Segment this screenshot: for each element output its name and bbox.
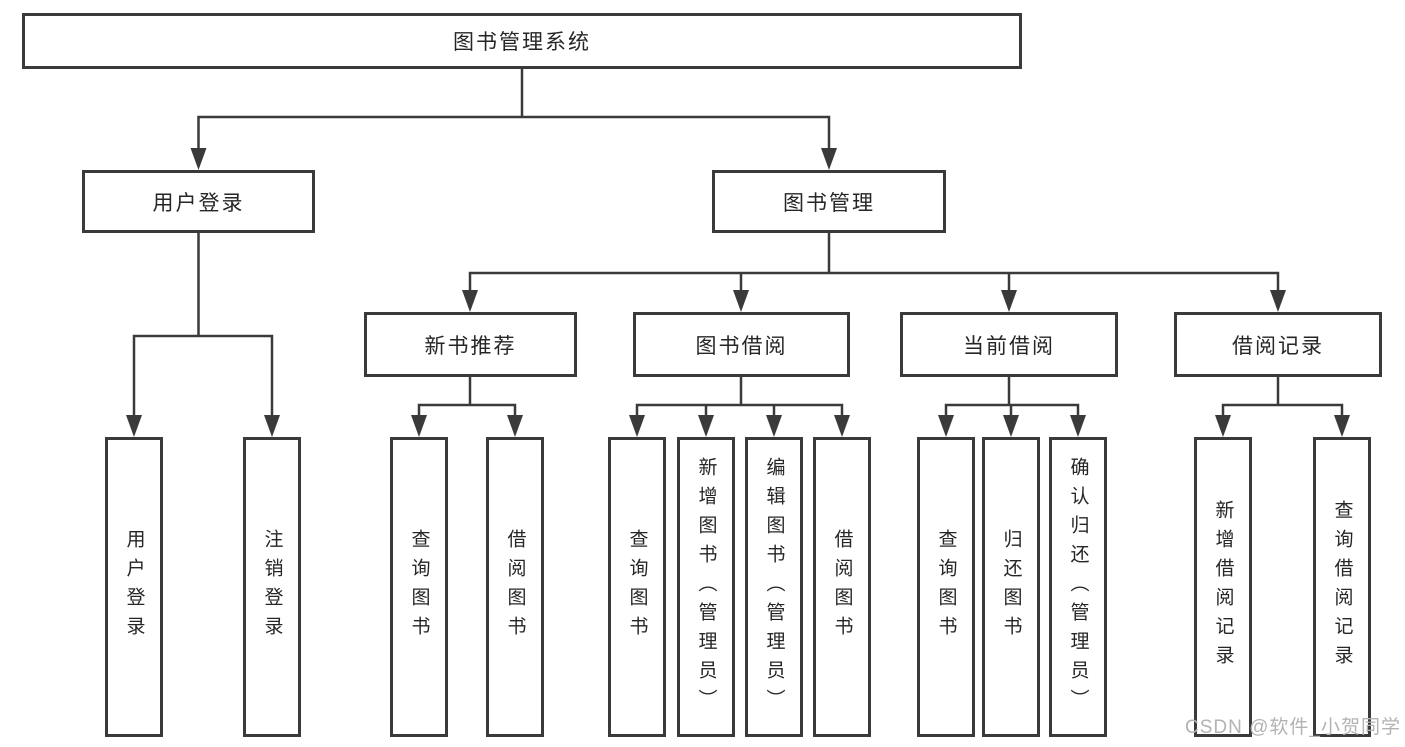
leaf-query-books-2: 查询图书	[608, 437, 666, 737]
leaf-edit-book-admin: 编辑图书（管理员）	[745, 437, 803, 737]
leaf-query-books-3: 查询图书	[917, 437, 975, 737]
watermark: CSDN @软件_小贺同学	[1185, 717, 1401, 738]
leaf-query-books-1: 查询图书	[390, 437, 448, 737]
node-user-login: 用户登录	[82, 170, 315, 233]
leaf-confirm-return-admin: 确认归还（管理员）	[1049, 437, 1107, 737]
node-book-management: 图书管理	[712, 170, 946, 233]
connector-path	[132, 67, 1344, 422]
leaf-user-login: 用户登录	[105, 437, 163, 737]
node-current-borrow: 当前借阅	[900, 312, 1118, 377]
leaf-return-book: 归还图书	[982, 437, 1040, 737]
leaf-query-borrow-record: 查询借阅记录	[1313, 437, 1371, 737]
node-root-system: 图书管理系统	[22, 13, 1022, 69]
node-new-book-recommend: 新书推荐	[364, 312, 577, 377]
node-borrow-records: 借阅记录	[1174, 312, 1382, 377]
node-book-borrow: 图书借阅	[633, 312, 850, 377]
leaf-borrow-books-1: 借阅图书	[486, 437, 544, 737]
leaf-add-borrow-record: 新增借阅记录	[1194, 437, 1252, 737]
leaf-borrow-books-2: 借阅图书	[813, 437, 871, 737]
leaf-logout: 注销登录	[243, 437, 301, 737]
leaf-add-book-admin: 新增图书（管理员）	[677, 437, 735, 737]
